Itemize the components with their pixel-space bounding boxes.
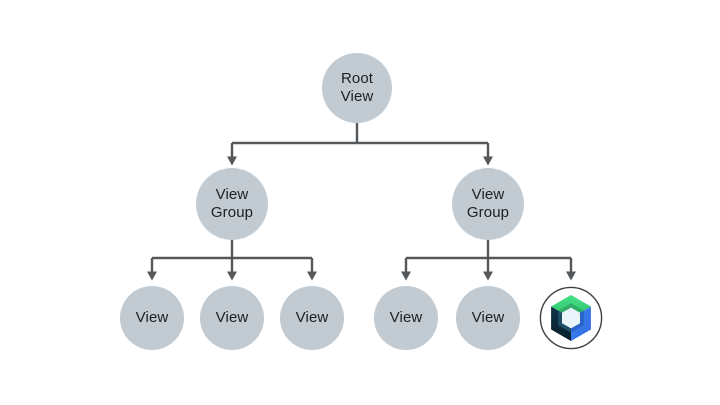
- arrowhead-view-4: [401, 271, 411, 281]
- node-view-4: View: [374, 286, 438, 350]
- node-view-3: View: [280, 286, 344, 350]
- node-view-5: View: [456, 286, 520, 350]
- node-view-2: View: [200, 286, 264, 350]
- arrowhead-group-right: [483, 156, 493, 166]
- arrowhead-group-left: [227, 156, 237, 166]
- node-view-group-right: View Group: [452, 168, 524, 240]
- node-root-view: Root View: [322, 53, 392, 123]
- arrowhead-view-5: [483, 271, 493, 281]
- node-compose: [539, 286, 603, 350]
- jetpack-compose-logo-icon: [539, 286, 603, 350]
- connector-right-group-to-leaves: [404, 240, 573, 272]
- arrowhead-view-3: [307, 271, 317, 281]
- connector-root-to-groups: [230, 123, 490, 157]
- node-view-1: View: [120, 286, 184, 350]
- node-view-group-left: View Group: [196, 168, 268, 240]
- connector-left-group-to-leaves: [150, 240, 314, 272]
- arrowhead-view-1: [147, 271, 157, 281]
- arrowhead-compose-node: [566, 271, 576, 281]
- arrowhead-view-2: [227, 271, 237, 281]
